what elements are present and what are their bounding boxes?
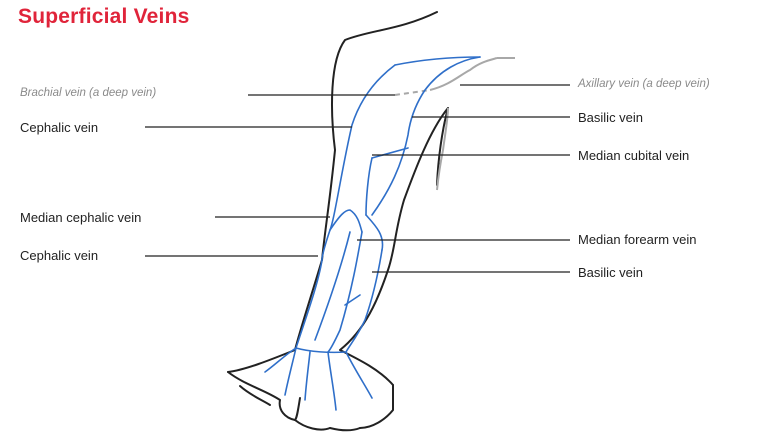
label-median-forearm-vein: Median forearm vein [578, 232, 697, 247]
label-cephalic-vein-upper: Cephalic vein [20, 120, 98, 135]
arm-outline [228, 12, 448, 430]
label-basilic-vein-lower: Basilic vein [578, 265, 643, 280]
label-axillary-vein: Axillary vein (a deep vein) [578, 78, 710, 90]
label-median-cephalic-vein: Median cephalic vein [20, 210, 141, 225]
leader-lines [145, 85, 570, 272]
label-brachial-vein: Brachial vein (a deep vein) [20, 87, 156, 99]
label-basilic-vein-upper: Basilic vein [578, 110, 643, 125]
label-median-cubital-vein: Median cubital vein [578, 148, 689, 163]
deep-veins [395, 58, 515, 190]
label-cephalic-vein-lower: Cephalic vein [20, 248, 98, 263]
